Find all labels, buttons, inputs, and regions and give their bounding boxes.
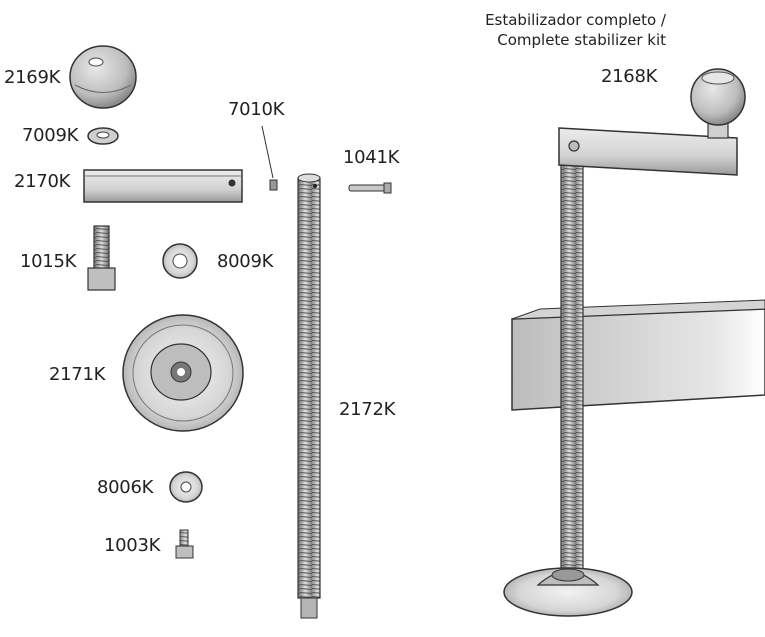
bar-2170k-part [83, 169, 243, 203]
stabilizer-assembly-2168k [503, 68, 765, 617]
pin-1041k-part [348, 182, 392, 194]
label-8006k: 8006K [97, 477, 154, 498]
washer-8006k-part [169, 471, 203, 503]
label-1041k: 1041K [343, 147, 400, 168]
label-2170k: 2170K [14, 171, 71, 192]
kit-title: Estabilizador completo / Complete stabil… [462, 10, 666, 50]
kit-title-line-2: Complete stabilizer kit [497, 31, 666, 49]
label-2172k: 2172K [339, 399, 396, 420]
washer-8009k-part [162, 243, 198, 279]
screw-1003k-part [175, 529, 194, 559]
label-2168k: 2168K [601, 66, 658, 87]
label-8009k: 8009K [217, 251, 274, 272]
footplate-2171k-part [122, 314, 244, 432]
label-7009k: 7009K [22, 125, 79, 146]
label-1003k: 1003K [104, 535, 161, 556]
screw-7010k-part [261, 125, 278, 191]
label-1015k: 1015K [20, 251, 77, 272]
label-7010k: 7010K [228, 99, 285, 120]
knob-2169k-part [69, 45, 137, 109]
bolt-1015k-part [87, 225, 116, 291]
kit-title-line-1: Estabilizador completo / [485, 11, 666, 29]
nut-7009k-part [87, 127, 119, 145]
threaded-rod-2172k-part [297, 173, 321, 619]
label-2171k: 2171K [49, 364, 106, 385]
label-2169k: 2169K [4, 67, 61, 88]
